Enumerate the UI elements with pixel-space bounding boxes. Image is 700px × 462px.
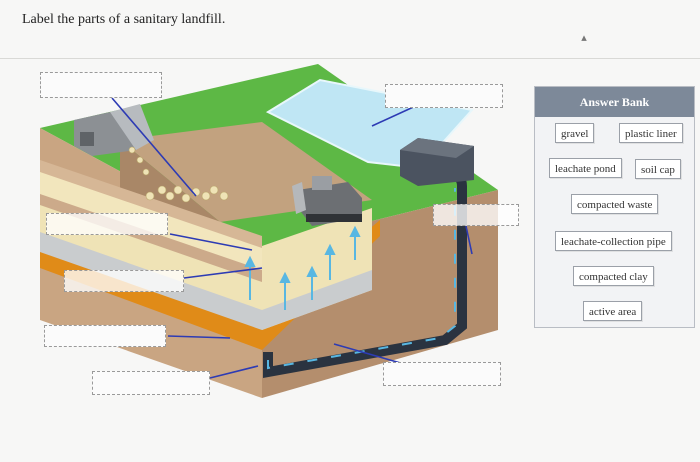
drop-target-8[interactable] xyxy=(383,362,501,386)
answer-chip-compacted-clay[interactable]: compacted clay xyxy=(573,266,654,286)
drop-target-6[interactable] xyxy=(44,325,166,347)
drop-target-2[interactable] xyxy=(385,84,503,108)
drop-target-3[interactable] xyxy=(46,213,168,235)
resize-handle-icon[interactable]: ▴ xyxy=(575,27,593,49)
drop-target-5[interactable] xyxy=(64,270,184,292)
question-prompt: Label the parts of a sanitary landfill. xyxy=(22,12,225,28)
drop-target-4[interactable] xyxy=(433,204,519,226)
drop-target-1[interactable] xyxy=(40,72,162,98)
answer-chip-plastic-liner[interactable]: plastic liner xyxy=(619,123,683,143)
answer-chip-gravel[interactable]: gravel xyxy=(555,123,594,143)
answer-chip-leachate-pond[interactable]: leachate pond xyxy=(549,158,622,178)
answer-chip-leachate-collection-pipe[interactable]: leachate-collection pipe xyxy=(555,231,672,251)
answer-bank-title: Answer Bank xyxy=(535,87,694,117)
answer-bank: Answer Bank gravel plastic liner leachat… xyxy=(534,86,695,328)
answer-chip-active-area[interactable]: active area xyxy=(583,301,642,321)
divider xyxy=(0,58,700,59)
answer-chip-soil-cap[interactable]: soil cap xyxy=(635,159,681,179)
drop-target-7[interactable] xyxy=(92,371,210,395)
answer-chip-compacted-waste[interactable]: compacted waste xyxy=(571,194,658,214)
